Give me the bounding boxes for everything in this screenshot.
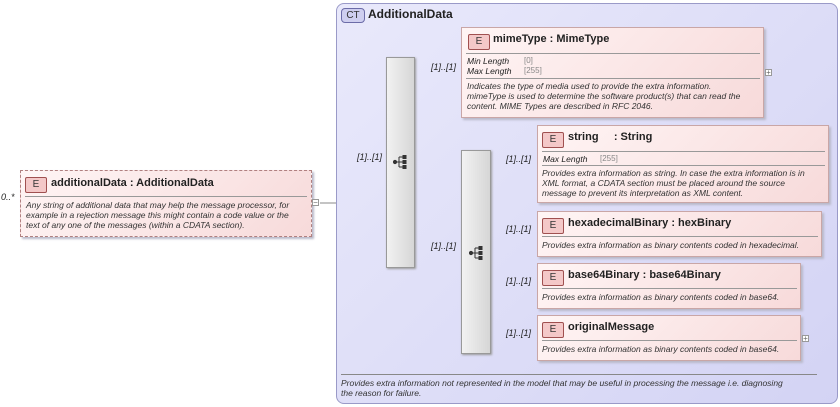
inner-sequence-compositor[interactable] xyxy=(461,150,491,354)
doc-line: Any string of additional data that may h… xyxy=(26,200,290,210)
mime-type-cardinality: [1]..[1] xyxy=(431,62,457,72)
doc-line: content. MIME Types are described in RFC… xyxy=(467,101,653,111)
element-badge: E xyxy=(542,132,564,148)
separator xyxy=(542,340,797,341)
element-doc: Provides extra information as string. In… xyxy=(542,168,805,198)
hex-binary-cardinality: [1]..[1] xyxy=(506,224,532,234)
doc-line: Indicates the type of media used to prov… xyxy=(467,81,712,91)
element-doc: Any string of additional data that may h… xyxy=(26,200,289,230)
sequence-icon xyxy=(469,246,483,260)
complex-type-doc: Provides extra information not represent… xyxy=(341,374,817,398)
inner-sequence-cardinality: [1]..[1] xyxy=(431,241,457,251)
element-badge: E xyxy=(25,177,47,193)
element-badge: E xyxy=(542,322,564,338)
original-message-cardinality: [1]..[1] xyxy=(506,328,532,338)
separator xyxy=(542,151,825,152)
doc-line: Provides extra information not represent… xyxy=(341,378,783,388)
element-badge: E xyxy=(542,218,564,234)
facet-value: [255] xyxy=(524,66,542,75)
original-message-element[interactable]: E originalMessage Provides extra informa… xyxy=(537,315,801,361)
doc-line: the reason for failure. xyxy=(341,388,422,398)
base64-binary-cardinality: [1]..[1] xyxy=(506,276,532,286)
doc-line: example in a rejection message this migh… xyxy=(26,210,289,220)
facet-name: Max Length xyxy=(467,66,512,76)
doc-line: mimeType is used to determine the softwa… xyxy=(467,91,741,101)
separator xyxy=(542,165,825,166)
element-doc: Provides extra information as binary con… xyxy=(542,344,780,354)
outer-sequence-compositor[interactable] xyxy=(386,57,415,268)
separator xyxy=(466,78,760,79)
facet-value: [255] xyxy=(600,154,618,163)
additional-data-element[interactable]: E additionalData : AdditionalData Any st… xyxy=(20,170,312,237)
sequence-icon xyxy=(393,155,407,169)
element-title: additionalData : AdditionalData xyxy=(51,177,214,189)
separator xyxy=(542,236,818,237)
element-doc: Provides extra information as binary con… xyxy=(542,292,780,302)
collapse-toggle[interactable]: − xyxy=(312,198,319,207)
facet-value: [0] xyxy=(524,56,533,65)
element-badge: E xyxy=(468,34,490,50)
expand-toggle[interactable]: + xyxy=(802,334,809,343)
element-badge: E xyxy=(542,270,564,286)
expand-toggle[interactable]: + xyxy=(765,68,772,77)
root-cardinality: 0..* xyxy=(1,192,15,202)
facet-name: Min Length xyxy=(467,56,510,66)
string-cardinality: [1]..[1] xyxy=(506,154,532,164)
element-doc: Indicates the type of media used to prov… xyxy=(467,81,740,111)
string-element[interactable]: E string : String Max Length [255] Provi… xyxy=(537,125,829,203)
outer-sequence-cardinality: [1]..[1] xyxy=(357,152,383,162)
element-title: hexadecimalBinary : hexBinary xyxy=(568,217,732,229)
complex-type-title: AdditionalData xyxy=(368,7,453,21)
base64-binary-element[interactable]: E base64Binary : base64Binary Provides e… xyxy=(537,263,801,309)
element-title: originalMessage xyxy=(568,321,655,333)
hex-binary-element[interactable]: E hexadecimalBinary : hexBinary Provides… xyxy=(537,211,822,257)
separator xyxy=(542,288,797,289)
element-title: string : String xyxy=(568,131,653,143)
element-title: base64Binary : base64Binary xyxy=(568,269,721,281)
doc-line: Provides extra information as string. In… xyxy=(542,168,805,178)
element-title: mimeType : MimeType xyxy=(493,33,610,45)
doc-line: text of any one of the messages (within … xyxy=(26,220,245,230)
complex-type-badge: CT xyxy=(341,8,365,23)
doc-line: message to prevent its interpretation as… xyxy=(542,188,744,198)
element-doc: Provides extra information as binary con… xyxy=(542,240,800,250)
facet-name: Max Length xyxy=(543,154,588,164)
separator xyxy=(25,196,307,197)
doc-line: XML format, a CDATA section must be plac… xyxy=(542,178,785,188)
separator xyxy=(466,53,760,54)
mime-type-element[interactable]: E mimeType : MimeType Min Length [0] Max… xyxy=(461,27,764,118)
